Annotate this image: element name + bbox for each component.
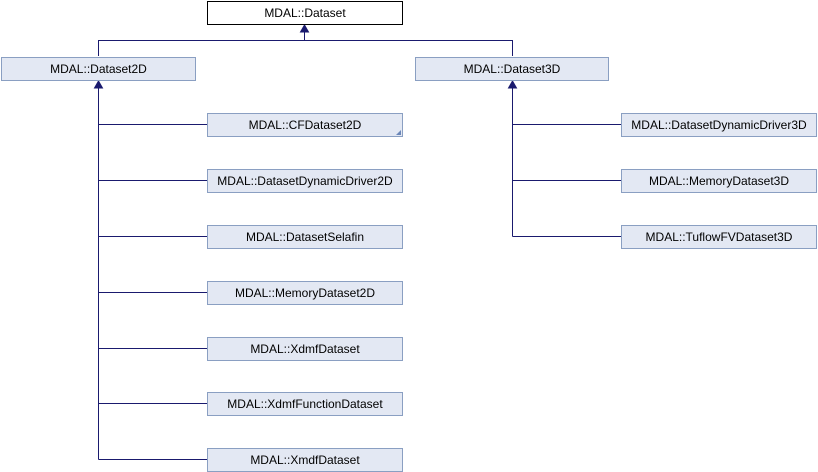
node-label: MDAL::XdmfFunctionDataset — [227, 397, 383, 411]
node-label: MDAL::XdmfDataset — [250, 342, 360, 356]
node-datasetselafin[interactable]: MDAL::DatasetSelafin — [207, 225, 403, 249]
edge-dataset3d-to-dataset — [304, 40, 513, 56]
node-datasetdynamicdriver3d[interactable]: MDAL::DatasetDynamicDriver3D — [621, 113, 817, 137]
node-label: MDAL::DatasetDynamicDriver2D — [217, 174, 393, 188]
collapsed-subclasses-icon — [396, 130, 401, 135]
node-xdmfdataset[interactable]: MDAL::XdmfDataset — [207, 337, 403, 361]
node-label: MDAL::TuflowFVDataset3D — [645, 230, 793, 244]
edge-dataset2d-to-dataset — [98, 30, 305, 56]
node-xdmffunctiondataset[interactable]: MDAL::XdmfFunctionDataset — [207, 392, 403, 416]
arrowhead-dataset — [299, 23, 310, 33]
node-cfdataset2d[interactable]: MDAL::CFDataset2D — [207, 113, 403, 137]
node-memorydataset3d[interactable]: MDAL::MemoryDataset3D — [621, 169, 817, 193]
node-label: MDAL::DatasetDynamicDriver3D — [631, 118, 807, 132]
node-dataset3d[interactable]: MDAL::Dataset3D — [415, 57, 609, 81]
node-dataset2d[interactable]: MDAL::Dataset2D — [1, 57, 196, 81]
node-label: MDAL::CFDataset2D — [248, 118, 362, 132]
node-tuflowfvdataset3d[interactable]: MDAL::TuflowFVDataset3D — [621, 225, 817, 249]
node-datasetdynamicdriver2d[interactable]: MDAL::DatasetDynamicDriver2D — [207, 169, 403, 193]
node-label: MDAL::XmdfDataset — [250, 453, 360, 467]
arrowhead-dataset3d — [507, 79, 518, 89]
node-dataset: MDAL::Dataset — [207, 1, 403, 25]
node-memorydataset2d[interactable]: MDAL::MemoryDataset2D — [207, 281, 403, 305]
arrowhead-dataset2d — [93, 79, 104, 89]
node-label: MDAL::DatasetSelafin — [245, 230, 365, 244]
node-label: MDAL::MemoryDataset2D — [234, 286, 376, 300]
node-label: MDAL::Dataset — [264, 6, 346, 20]
node-label: MDAL::Dataset3D — [463, 62, 561, 76]
node-label: MDAL::MemoryDataset3D — [648, 174, 790, 188]
node-xmdfdataset[interactable]: MDAL::XmdfDataset — [207, 448, 403, 472]
node-label: MDAL::Dataset2D — [50, 62, 147, 76]
